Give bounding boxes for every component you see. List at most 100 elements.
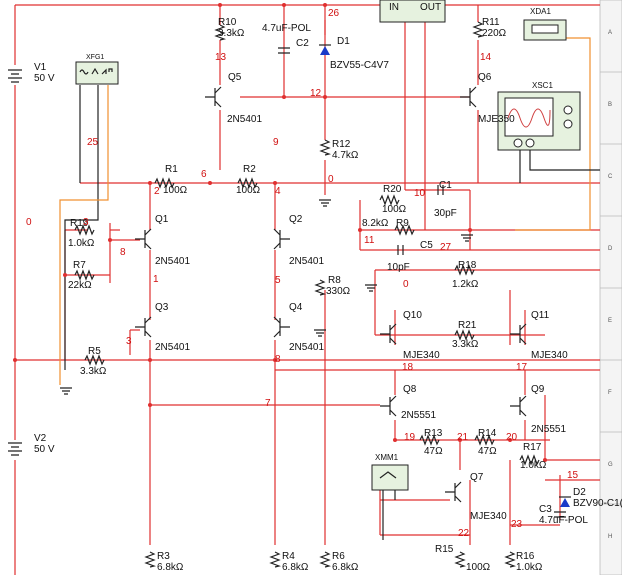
q5-ref: Q5	[228, 72, 242, 83]
svg-text:17: 17	[516, 362, 528, 373]
svg-text:0: 0	[328, 174, 334, 185]
capacitor-symbols[interactable]	[278, 47, 566, 518]
ruler-row-a: A	[608, 30, 612, 36]
v1-value: 50 V	[34, 73, 55, 84]
source-v1[interactable]	[8, 65, 22, 85]
regulator-block[interactable]: IN OUT	[379, 0, 446, 23]
r6-ref: R6	[332, 551, 345, 562]
r15-value: 100Ω	[466, 562, 491, 573]
q2-ref: Q2	[289, 214, 303, 225]
d2-value: BZV90-C1(	[573, 498, 622, 509]
r8-value: 330Ω	[326, 286, 351, 297]
instrument-xfg1[interactable]: XFG1	[75, 54, 119, 85]
q1-value: 2N5401	[155, 256, 190, 267]
border-ruler	[599, 0, 622, 575]
q11-value: MJE340	[531, 350, 568, 361]
r4-ref: R4	[282, 551, 295, 562]
r18-value: 1.2kΩ	[452, 279, 479, 290]
wires	[14, 0, 600, 575]
ruler-row-d: D	[608, 246, 613, 252]
diode-symbols[interactable]	[319, 44, 571, 507]
svg-text:2: 2	[154, 186, 160, 197]
instrument-xsc1[interactable]: XSC1	[497, 81, 581, 151]
r13-value: 47Ω	[424, 446, 443, 457]
r9-ref: R9	[396, 218, 409, 229]
r10-value: 3.3kΩ	[218, 28, 245, 39]
r7-value: 22kΩ	[68, 280, 92, 291]
svg-text:10: 10	[414, 188, 426, 199]
q7-value: MJE340	[470, 511, 507, 522]
transistor-symbols[interactable]	[135, 86, 527, 503]
q7-ref: Q7	[470, 472, 484, 483]
resistor-symbols[interactable]	[74, 21, 540, 568]
q3-value: 2N5401	[155, 342, 190, 353]
svg-text:8: 8	[120, 247, 126, 258]
xfg1-label: XFG1	[86, 54, 104, 61]
r17-value: 1.0kΩ	[520, 460, 547, 471]
instrument-xmm1[interactable]: XMM1	[371, 453, 409, 491]
xsc1-label: XSC1	[532, 81, 553, 90]
source-v2[interactable]	[8, 440, 22, 460]
reg-out-label: OUT	[420, 2, 441, 13]
r19-value: 1.0kΩ	[68, 238, 95, 249]
v1-ref: V1	[34, 62, 47, 73]
svg-text:11: 11	[364, 235, 375, 246]
r17-ref: R17	[523, 442, 542, 453]
svg-text:0: 0	[26, 217, 32, 228]
q10-ref: Q10	[403, 310, 422, 321]
svg-text:8: 8	[275, 354, 281, 365]
ruler-row-b: B	[608, 102, 612, 108]
svg-text:7: 7	[265, 398, 271, 409]
svg-text:25: 25	[87, 137, 99, 148]
r2-ref: R2	[243, 164, 256, 175]
svg-text:18: 18	[402, 362, 414, 373]
svg-text:21: 21	[457, 432, 469, 443]
q1-ref: Q1	[155, 214, 169, 225]
d1-ref: D1	[337, 36, 350, 47]
r13-ref: R13	[424, 428, 443, 439]
r6-value: 6.8kΩ	[332, 562, 359, 573]
svg-text:12: 12	[310, 88, 322, 99]
q9-value: 2N5551	[531, 424, 566, 435]
q4-ref: Q4	[289, 302, 303, 313]
r9-value: 8.2kΩ	[362, 218, 389, 229]
svg-text:1: 1	[153, 274, 159, 285]
ruler-row-e: E	[608, 318, 612, 324]
svg-text:20: 20	[506, 432, 518, 443]
r4-value: 6.8kΩ	[282, 562, 309, 573]
r20-value: 100Ω	[382, 204, 407, 215]
c3-value: 4.7uF-POL	[539, 515, 588, 526]
r16-ref: R16	[516, 551, 535, 562]
d1-value: BZV55-C4V7	[330, 60, 389, 71]
ruler-row-f: F	[608, 390, 612, 396]
r1-ref: R1	[165, 164, 178, 175]
r21-ref: R21	[458, 320, 477, 331]
r1-value: 100Ω	[163, 185, 188, 196]
r20-ref: R20	[383, 184, 402, 195]
r7-ref: R7	[73, 260, 86, 271]
q9-ref: Q9	[531, 384, 545, 395]
r12-ref: R12	[332, 139, 351, 150]
q8-value: 2N5551	[401, 410, 436, 421]
r2-value: 100Ω	[236, 185, 261, 196]
v2-value: 50 V	[34, 444, 55, 455]
c3-ref: C3	[539, 504, 552, 515]
svg-text:27: 27	[440, 242, 452, 253]
c5-ref: C5	[420, 240, 433, 251]
xda1-label: XDA1	[530, 7, 551, 16]
instrument-wires	[59, 37, 600, 540]
r5-ref: R5	[88, 346, 101, 357]
r15-ref: R15	[435, 544, 454, 555]
svg-text:5: 5	[275, 275, 281, 286]
r10-ref: R10	[218, 17, 237, 28]
q2-value: 2N5401	[289, 256, 324, 267]
r16-value: 1.0kΩ	[516, 562, 543, 573]
r5-value: 3.3kΩ	[80, 366, 107, 377]
r11-ref: R11	[482, 17, 500, 28]
ruler-row-h: H	[608, 534, 612, 540]
q3-ref: Q3	[155, 302, 169, 313]
instrument-xda1[interactable]: XDA1	[523, 7, 567, 41]
q11-ref: Q11	[531, 310, 550, 321]
r19-ref: R19	[70, 218, 89, 229]
